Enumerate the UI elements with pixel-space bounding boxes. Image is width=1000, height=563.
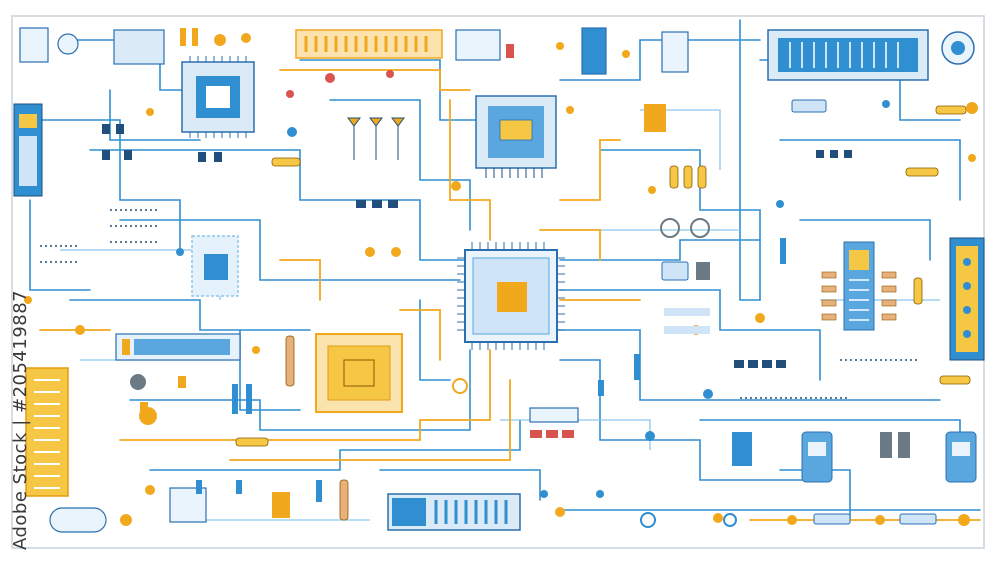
stock-watermark-text: Adobe Stock | #205419887	[10, 289, 31, 550]
connector-strip-top	[295, 29, 443, 59]
transistor-icon	[347, 117, 405, 127]
connector-block-left	[25, 367, 69, 497]
microchip-top-left	[181, 56, 255, 138]
microchip-left	[191, 235, 239, 297]
microchip-upper-center	[475, 95, 557, 178]
capacitor-icon	[102, 124, 852, 368]
connector-icon	[130, 218, 737, 528]
module-left-blue	[13, 103, 43, 197]
resistor-icon	[235, 105, 971, 521]
component-array-right	[821, 271, 897, 321]
central-processor	[457, 242, 565, 350]
display-module-top-right	[767, 29, 975, 81]
module-bottom-right	[732, 431, 977, 483]
microchip-orange	[315, 333, 403, 413]
component-bars	[196, 238, 786, 502]
resistor-icon	[661, 99, 937, 525]
led-icon	[176, 100, 890, 498]
module-right-mid	[843, 241, 875, 331]
led-icon	[286, 44, 574, 438]
connector-strip-bottom	[387, 493, 521, 531]
module-right-tall	[949, 237, 985, 361]
connector-icon	[19, 27, 689, 533]
trace-dashed	[40, 209, 920, 399]
module-horizontal-left	[115, 333, 241, 361]
stock-watermark: Adobe Stock | #205419887	[6, 290, 36, 550]
